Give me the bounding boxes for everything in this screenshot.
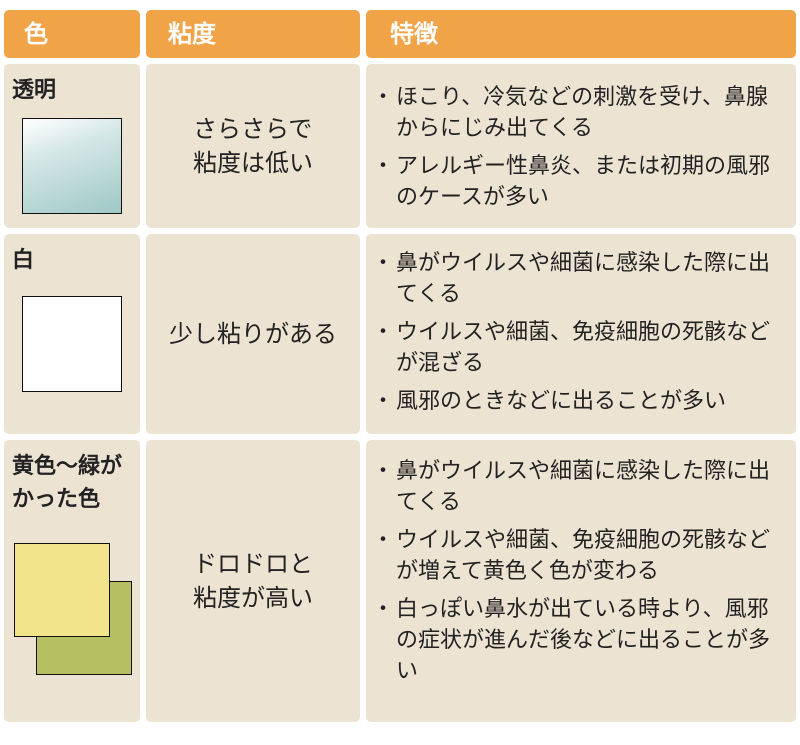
feature-item: 白っぽい鼻水が出ている時より、風邪の症状が進んだ後などに出ることが多い	[372, 594, 790, 687]
viscosity-white: 少し粘りがある	[169, 320, 337, 348]
row-clear-features-cell: ほこり、冷気などの刺激を受け、鼻腺からにじみ出てくる アレルギー性鼻炎、または初…	[366, 64, 796, 228]
viscosity-clear: さらさらで 粘度は低い	[193, 115, 313, 177]
row-yellow-green-color-cell: 黄色〜緑がかった色	[4, 440, 140, 722]
feature-item: ウイルスや細菌、免疫細胞の死骸などが増えて黄色く色が変わる	[372, 525, 790, 587]
feature-item: ほこり、冷気などの刺激を受け、鼻腺からにじみ出てくる	[372, 82, 790, 144]
row-yellow-green-viscosity-cell: ドロドロと 粘度が高い	[146, 440, 360, 722]
feature-item: 鼻がウイルスや細菌に感染した際に出てくる	[372, 248, 790, 310]
feature-item: 鼻がウイルスや細菌に感染した際に出てくる	[372, 456, 790, 518]
viscosity-yellow-green: ドロドロと 粘度が高い	[193, 550, 313, 612]
feature-item: アレルギー性鼻炎、または初期の風邪のケースが多い	[372, 151, 790, 213]
features-list-yellow-green: 鼻がウイルスや細菌に感染した際に出てくる ウイルスや細菌、免疫細胞の死骸などが増…	[372, 456, 790, 694]
yellow-swatch	[14, 543, 110, 637]
color-label-white: 白	[12, 248, 35, 273]
row-yellow-green-features-cell: 鼻がウイルスや細菌に感染した際に出てくる ウイルスや細菌、免疫細胞の死骸などが増…	[366, 440, 796, 722]
row-white-features-cell: 鼻がウイルスや細菌に感染した際に出てくる ウイルスや細菌、免疫細胞の死骸などが混…	[366, 234, 796, 434]
features-list-white: 鼻がウイルスや細菌に感染した際に出てくる ウイルスや細菌、免疫細胞の死骸などが混…	[372, 248, 790, 424]
row-white-color-cell: 白	[4, 234, 140, 434]
row-white-viscosity-cell: 少し粘りがある	[146, 234, 360, 434]
color-label-yellow-green: 黄色〜緑がかった色	[12, 454, 123, 512]
row-clear-color-cell: 透明	[4, 64, 140, 228]
features-list-clear: ほこり、冷気などの刺激を受け、鼻腺からにじみ出てくる アレルギー性鼻炎、または初…	[372, 82, 790, 220]
row-clear-viscosity-cell: さらさらで 粘度は低い	[146, 64, 360, 228]
header-color: 色	[4, 10, 140, 58]
white-swatch	[22, 296, 122, 392]
header-features: 特徴	[366, 10, 796, 58]
color-label-clear: 透明	[12, 78, 57, 103]
header-viscosity: 粘度	[146, 10, 360, 58]
feature-item: 風邪のときなどに出ることが多い	[372, 386, 790, 417]
feature-item: ウイルスや細菌、免疫細胞の死骸などが混ざる	[372, 317, 790, 379]
clear-swatch	[22, 118, 122, 214]
